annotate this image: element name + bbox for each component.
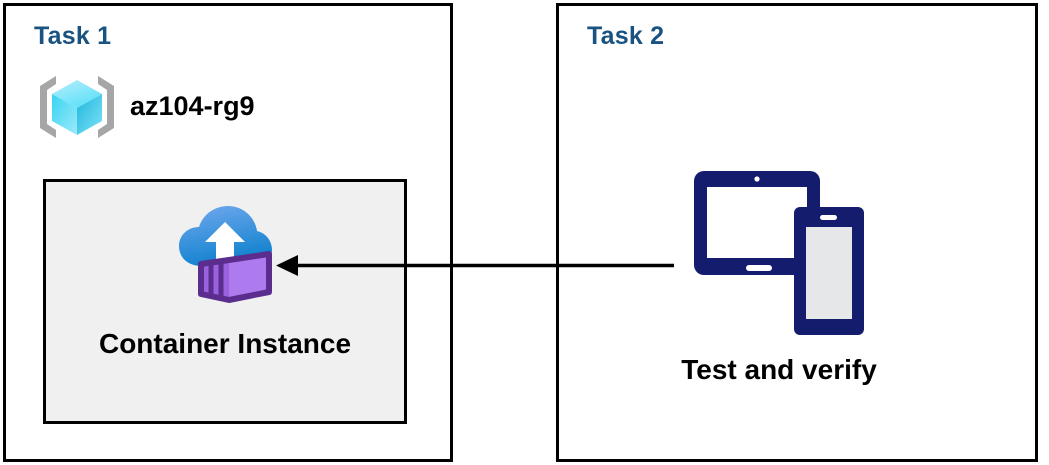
panel-title-task-2: Task 2: [587, 22, 665, 50]
resource-group-label: az104-rg9: [130, 90, 255, 121]
panel-task-2: Task 2 Test and verify: [556, 3, 1038, 462]
azure-resource-group-icon: [36, 68, 118, 146]
panel-task-1: Task 1: [3, 3, 453, 462]
resource-label-test-and-verify: Test and verify: [681, 354, 877, 385]
resource-box-container-instance: Container Instance: [43, 179, 407, 424]
resource-group-row: az104-rg9: [36, 68, 255, 146]
panel-title-task-1: Task 1: [34, 22, 112, 50]
resource-label-container-instance: Container Instance: [98, 328, 352, 359]
